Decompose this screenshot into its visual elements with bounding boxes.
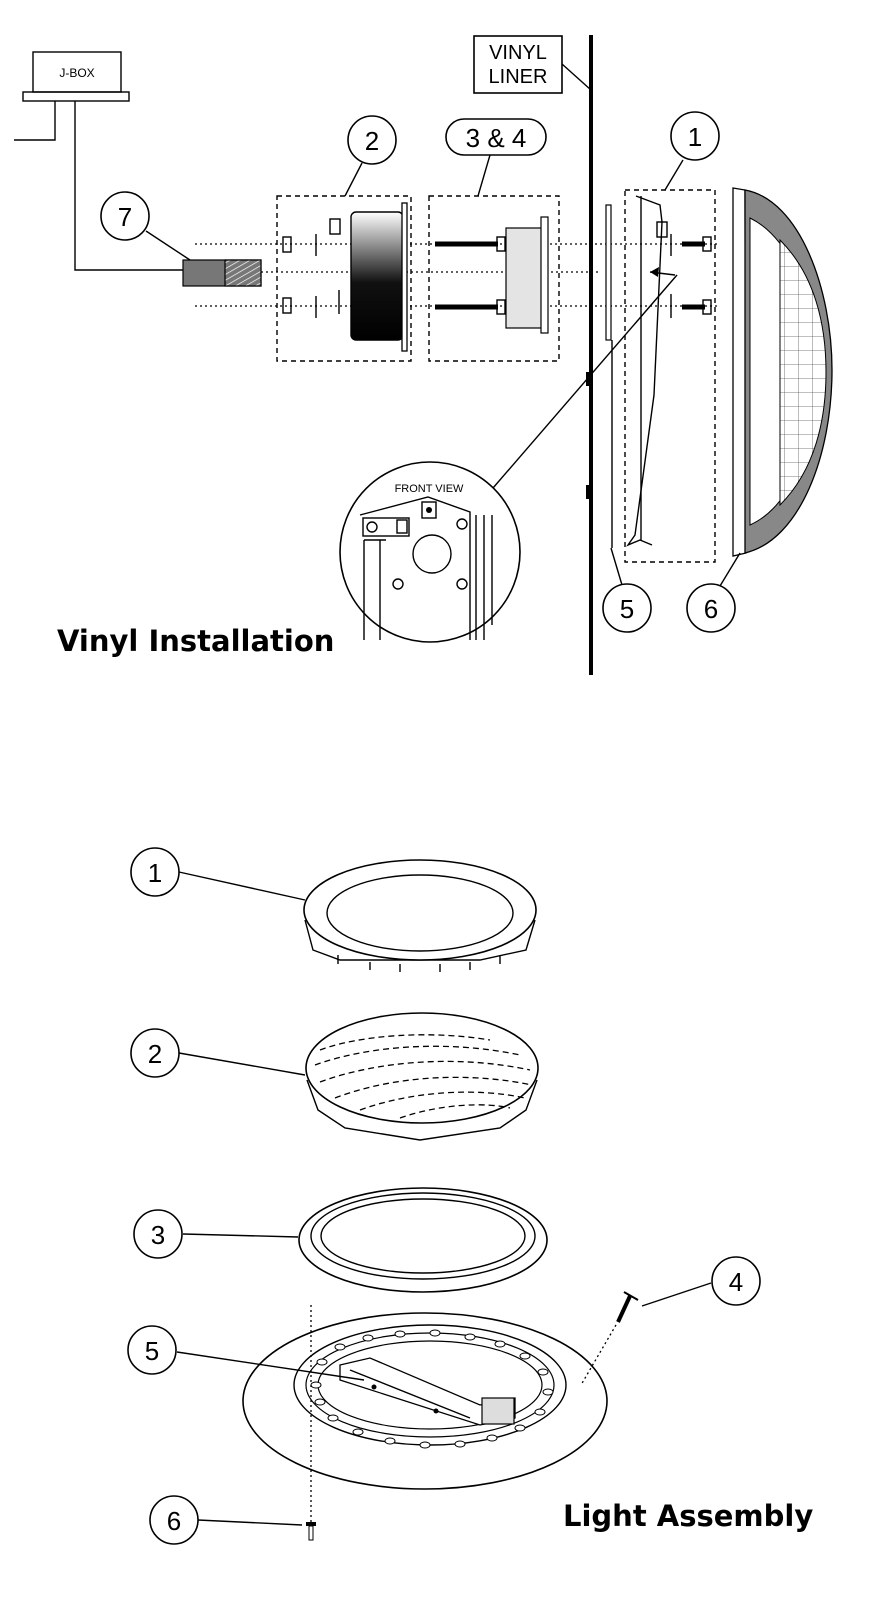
mounting-bolts [435,216,549,334]
assembly-callout-5: 5 [127,1325,365,1381]
vinyl-callout-6: 6 [686,552,741,633]
assembly-gasket [298,1187,548,1293]
svg-text:3: 3 [151,1220,165,1250]
assembly-bottom-screw [306,1522,316,1541]
svg-text:2: 2 [148,1039,162,1069]
vinyl-installation-diagram: J-BOX [14,35,833,675]
vinyl-callout-2: 2 [344,115,397,197]
front-view-label: FRONT VIEW [395,483,464,495]
assembly-screw [580,1291,639,1386]
niche-housing [282,202,408,352]
vinyl-installation-title: Vinyl Installation [57,624,334,658]
group-1-box [624,189,716,563]
gasket [605,204,612,341]
svg-text:1: 1 [148,858,162,888]
group-2-box [276,195,412,362]
svg-text:3 & 4: 3 & 4 [466,123,527,153]
jbox-label: J-BOX [59,66,94,80]
assembly-callout-1: 1 [130,847,306,901]
assembly-lens [305,1012,539,1141]
svg-text:2: 2 [365,126,379,156]
svg-text:6: 6 [167,1506,181,1536]
assembly-callout-4: 4 [641,1256,761,1307]
vinyl-callout-3-4: 3 & 4 [445,118,547,197]
vinyl-callout-1: 1 [664,111,720,191]
svg-text:4: 4 [729,1267,743,1297]
vinyl-callout-7: 7 [100,191,191,261]
vinyl-liner-label-line2: LINER [489,66,548,88]
svg-text:5: 5 [620,594,634,624]
group-34-box [428,195,560,362]
svg-text:5: 5 [145,1336,159,1366]
vinyl-callout-5: 5 [602,547,652,633]
face-ring [626,195,712,547]
vinyl-liner-label-line1: VINYL [489,42,547,64]
vinyl-liner-label-box: VINYL LINER [473,35,563,94]
conduit [182,259,262,287]
light-assembly-title: Light Assembly [563,1499,813,1533]
jbox: J-BOX [14,51,183,271]
assembly-face-ring [303,859,537,972]
svg-text:6: 6 [704,594,718,624]
light-fixture [732,187,833,557]
assembly-callout-3: 3 [133,1209,299,1259]
assembly-callout-2: 2 [130,1028,306,1078]
assembly-base [242,1312,608,1490]
assembly-callout-6: 6 [149,1495,303,1545]
light-assembly-diagram: 1 2 3 4 5 6 Light Assembly [127,847,813,1545]
front-view-inset: FRONT VIEW [339,461,521,643]
svg-text:7: 7 [118,202,132,232]
svg-text:1: 1 [688,122,702,152]
